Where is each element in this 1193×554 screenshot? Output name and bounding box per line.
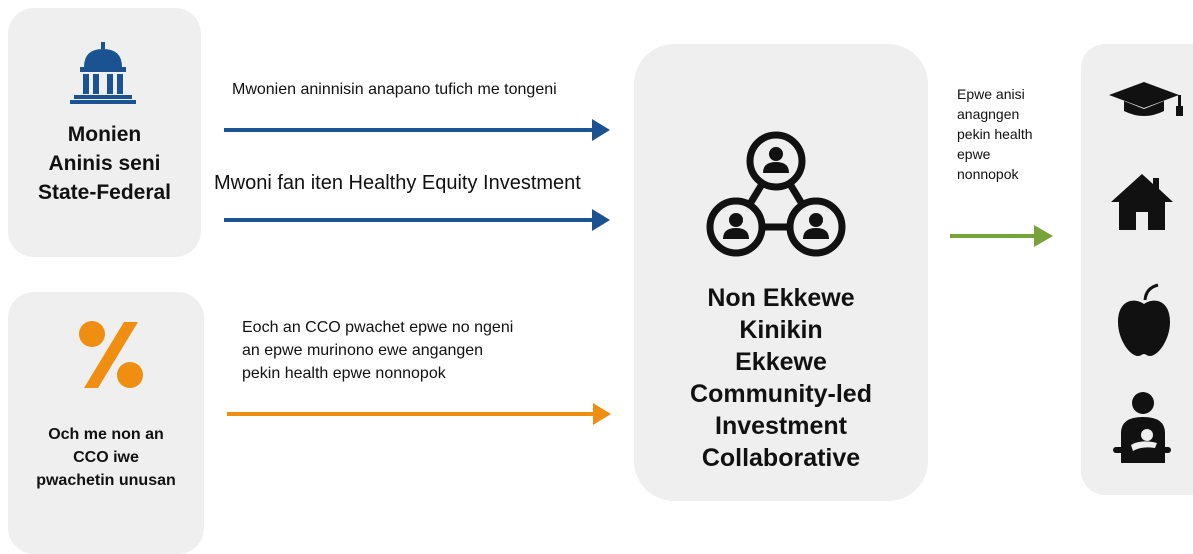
federal-source-title: Monien Aninis seni State-Federal [37,123,172,204]
outcomes-card [1081,44,1193,495]
percent-icon [78,320,144,390]
federal-source-card: Monien Aninis seni State-Federal [8,8,201,257]
flow1-label: Mwonien aninnisin anapano tufich me tong… [232,81,557,98]
flow4-label: Epwe anisi anagngen pekin health epwe no… [957,86,1033,182]
cco-source-title: Och me non an CCO iwe pwachetin unusan [36,426,176,489]
flow4-arrow [950,222,1056,250]
flow2-arrow [224,206,612,236]
house-icon [1111,172,1173,232]
collaborative-title: Non Ekkewe Kinikin Ekkewe Community-led … [690,284,872,472]
cco-source-card: Och me non an CCO iwe pwachetin unusan [8,292,204,554]
capitol-building-icon [70,42,136,104]
graduation-cap-icon [1109,82,1189,120]
flow3-arrow [227,400,615,430]
collaborative-card: Non Ekkewe Kinikin Ekkewe Community-led … [634,44,928,501]
parent-child-icon [1111,391,1173,466]
flow2-label: Mwoni fan iten Healthy Equity Investment [214,172,581,194]
flow3-label: Eoch an CCO pwachet epwe no ngeni an epw… [242,319,514,382]
network-people-icon [706,129,846,261]
apple-icon [1116,282,1172,358]
flow1-arrow [224,116,612,146]
